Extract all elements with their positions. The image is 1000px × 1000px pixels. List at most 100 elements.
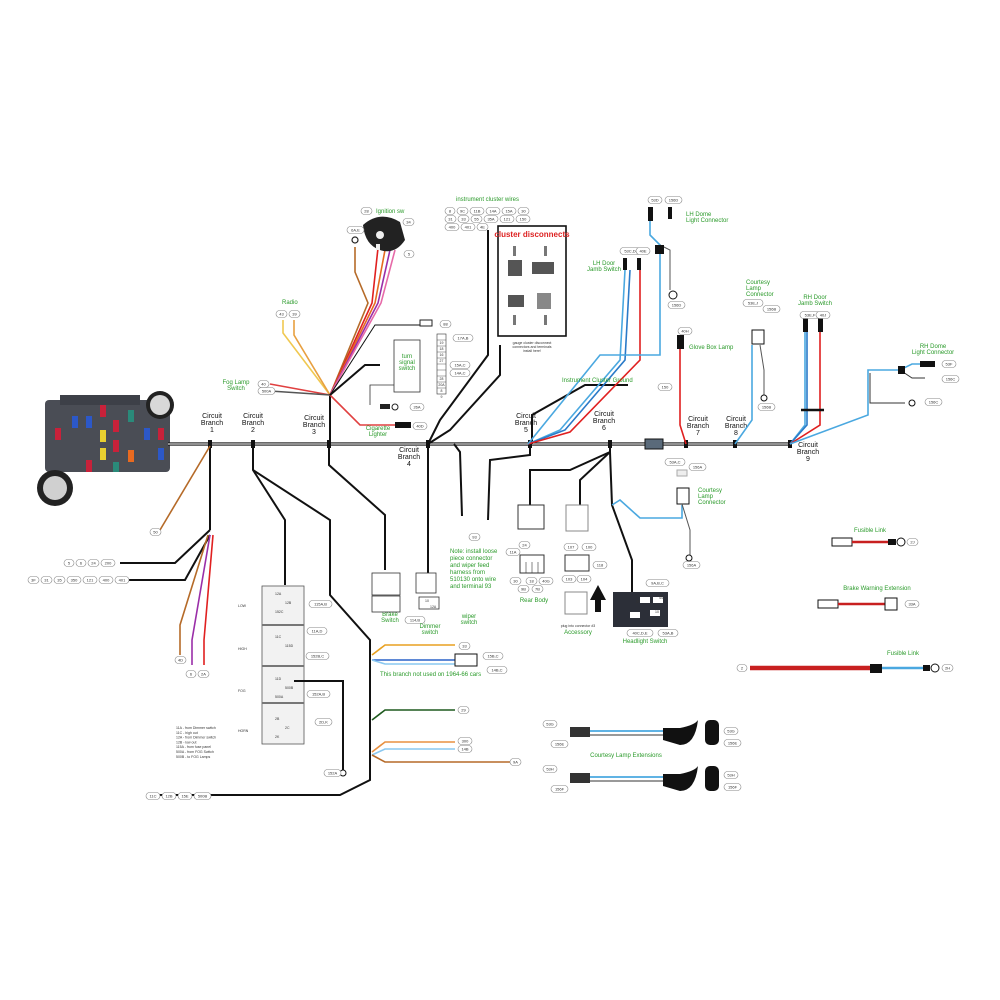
wire-tag: 40E	[635, 247, 651, 255]
install-note: and terminal 93	[450, 584, 492, 590]
svg-text:9A,B,C: 9A,B,C	[651, 580, 664, 585]
cluster-wire-tag: 14A	[485, 207, 501, 215]
accessory-label: Accessory	[564, 630, 592, 636]
cluster-wire-tag: 4E	[476, 223, 489, 231]
wire-tag: 500A	[257, 387, 276, 395]
wire-tag: 11A,D	[306, 627, 328, 635]
svg-text:6: 6	[80, 560, 83, 565]
courtesy-ext-label: Courtesy Lamp Extensions	[590, 753, 662, 759]
cluster-note: connectors and terminals	[512, 345, 551, 349]
fusible-link-label: Fusible Link	[887, 651, 920, 657]
circuit-branch-label: 3	[312, 429, 316, 436]
svg-text:2A: 2A	[201, 671, 206, 676]
headlight-switch	[613, 592, 668, 627]
svg-text:40E: 40E	[639, 248, 646, 253]
courtesy-lamp-mid-label: Connector	[698, 500, 726, 506]
dimmer-switch-body	[415, 572, 437, 594]
svg-text:350: 350	[71, 577, 78, 582]
svg-text:103: 103	[566, 576, 573, 581]
svg-text:2J: 2J	[910, 539, 914, 544]
fog-lamp-switch-label: Switch	[227, 386, 245, 392]
svg-text:15E: 15E	[181, 793, 188, 798]
branch-4-wires	[427, 230, 501, 575]
svg-text:26A: 26A	[413, 404, 420, 409]
install-note: and wiper feed	[450, 563, 489, 569]
bundle-tag: 31	[40, 576, 53, 584]
svg-text:15A,C: 15A,C	[454, 362, 465, 367]
branch-1-wires	[120, 444, 214, 665]
svg-text:40D: 40D	[416, 423, 423, 428]
svg-text:88: 88	[443, 321, 448, 326]
rh-door-jamb-label: RH Door	[803, 295, 826, 301]
wire-tag: 26A	[409, 403, 425, 411]
wire-tag: 156D	[664, 196, 683, 204]
svg-text:152A,B: 152A,B	[312, 691, 325, 696]
svg-text:2H: 2H	[945, 665, 950, 670]
turn-signal-label: switch	[399, 366, 416, 372]
pin-label: 10	[425, 599, 429, 603]
wire-tag: 24	[518, 541, 531, 549]
pin-label: 19	[440, 341, 444, 345]
brake-switch-body	[371, 572, 401, 596]
bundle-tag: 3F	[27, 576, 40, 584]
pin-label: 27	[440, 359, 444, 363]
wire-tag: 156A	[682, 561, 701, 569]
svg-text:156B: 156B	[767, 306, 777, 311]
ignition-label: Ignition sw	[376, 209, 405, 215]
bundle-tag: 5	[63, 559, 75, 567]
relay-name: LOW	[238, 604, 247, 608]
wire-tag: 53G	[723, 727, 739, 735]
courtesy-lamp-mid	[676, 469, 693, 562]
svg-text:156C: 156C	[946, 376, 956, 381]
branch-note: This branch not used on 1964-66 cars	[380, 672, 481, 678]
svg-text:53A,C: 53A,C	[669, 459, 680, 464]
relay-pin: 500A	[275, 695, 284, 699]
brake-warning-extension	[817, 597, 898, 611]
wire-tag: 53H	[723, 771, 739, 779]
rh-dome-label: RH Dome	[920, 344, 947, 350]
wire-tag: 103	[561, 575, 577, 583]
cluster-wire-tag: 35A	[483, 215, 499, 223]
circuit-branch-label: Circuit	[516, 413, 536, 420]
install-note: piece connector	[450, 556, 492, 562]
circuit-branch-label: Branch	[593, 418, 615, 425]
circuit-branch-label: 7	[696, 430, 700, 437]
wire-tag: 114,B	[404, 616, 426, 624]
svg-text:152B,C: 152B,C	[311, 653, 324, 658]
svg-text:9C: 9C	[460, 208, 465, 213]
legend-item: 12A - from Dimmer switch	[176, 736, 216, 740]
circuit-branch-label: Circuit	[202, 413, 222, 420]
svg-text:34: 34	[406, 219, 411, 224]
relay-pin: 2B	[275, 717, 280, 721]
svg-text:11A: 11A	[510, 549, 517, 554]
wire-tag: 156A	[688, 463, 707, 471]
wire-tag: 40G	[538, 577, 554, 585]
wire-tag: 9A	[509, 758, 522, 766]
svg-text:14A: 14A	[489, 208, 496, 213]
bundle-tag: 200	[100, 559, 116, 567]
svg-text:156F: 156F	[728, 784, 738, 789]
cluster-wire-tag: 121	[499, 215, 515, 223]
circuit-branch-label: Branch	[797, 449, 819, 456]
cluster-disconnects-title: cluster disconnects	[494, 230, 570, 239]
wire-tag: 40D	[412, 422, 428, 430]
circuit-branch-label: Circuit	[243, 413, 263, 420]
legend-item: 500A - from FOG Switch	[176, 750, 214, 754]
install-note: harness from	[450, 570, 485, 576]
wire-tag: 156B	[757, 403, 776, 411]
relay-pin: 115D	[285, 644, 294, 648]
dimmer-switch-label: Dimmer	[420, 624, 441, 630]
brake-switch-label: Switch	[381, 618, 399, 624]
wire-tag: 152A	[323, 769, 342, 777]
brake-warning-label: Brake Warning Extension	[843, 586, 910, 592]
relay-pin: 500B	[285, 686, 294, 690]
svg-text:53G: 53G	[727, 728, 735, 733]
svg-text:39: 39	[292, 311, 297, 316]
relay-block	[261, 585, 347, 777]
fusible-link-2	[750, 663, 940, 673]
svg-text:14B,C: 14B,C	[491, 667, 502, 672]
rh-door-jamb-label: Jamb Switch	[798, 301, 832, 307]
svg-text:156D: 156D	[669, 197, 679, 202]
wire-tag: 14B	[457, 745, 473, 753]
